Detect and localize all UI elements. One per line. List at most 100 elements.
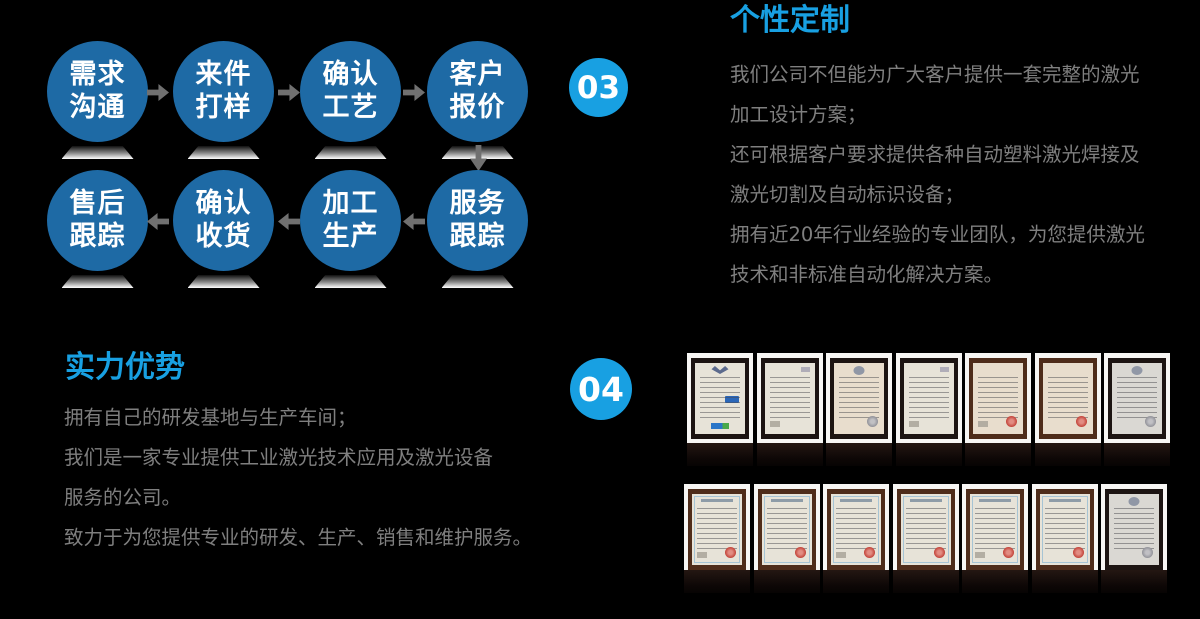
text-line: 激光切割及自动标识设备； — [730, 183, 965, 206]
flow-step-label: 需求 沟通 — [69, 59, 126, 123]
flow-step-circle: 加工 生产 — [300, 170, 401, 271]
flow-step-pedestal — [187, 146, 260, 159]
flow-step-circle: 确认 工艺 — [300, 41, 401, 142]
stamp-icon — [769, 421, 780, 427]
certificate-paper — [834, 363, 884, 434]
certificate-shadow — [965, 443, 1031, 466]
red-seal-icon — [1006, 416, 1017, 427]
certificate-photo — [965, 353, 1031, 466]
emblem-icon — [1131, 366, 1143, 375]
certificate-photo — [1034, 353, 1101, 466]
flow-step-pedestal — [61, 275, 134, 288]
text-line: 服务的公司。 — [64, 486, 182, 509]
certificate-title-line — [770, 499, 803, 502]
certificate-frame — [688, 489, 746, 570]
certificate-shadow — [826, 443, 892, 466]
custom-section-text: 我们公司不但能为广大客户提供一套完整的激光 加工设计方案； 还可根据客户要求提供… — [730, 55, 1145, 295]
text-line: 拥有自己的研发基地与生产车间； — [64, 406, 357, 429]
flow-step-pedestal — [314, 146, 387, 159]
certificate-paper — [764, 363, 815, 434]
flow-step-circle: 客户 报价 — [427, 41, 528, 142]
stamp-icon — [978, 421, 988, 427]
certificate-photo — [753, 484, 820, 593]
flow-step-receipt-confirm: 确认 收货 — [173, 170, 274, 288]
certificate-frame — [827, 489, 885, 570]
certificate-paper — [973, 363, 1023, 434]
stamp-icon — [975, 552, 985, 558]
arrow-right-icon — [278, 84, 300, 101]
flow-step-circle: 服务 跟踪 — [427, 170, 528, 271]
certificate-photo — [823, 484, 889, 593]
certificate-frame — [1038, 358, 1097, 439]
flow-step-circle: 需求 沟通 — [47, 41, 148, 142]
certificate-paper — [900, 494, 951, 565]
strength-section-text: 拥有自己的研发基地与生产车间； 我们是一家专业提供工业激光技术应用及激光设备 服… — [64, 398, 532, 558]
red-seal-icon — [725, 547, 736, 558]
eagle-emblem-icon — [711, 366, 729, 374]
certificate-frame — [760, 358, 819, 439]
seal-icon — [1142, 547, 1153, 558]
certificate-shadow — [753, 570, 820, 593]
certificate-paper — [970, 494, 1020, 565]
text-line: 我们公司不但能为广大客户提供一套完整的激光 — [730, 63, 1140, 86]
flow-step-requirement: 需求 沟通 — [47, 41, 148, 159]
flow-step-process-confirm: 确认 工艺 — [300, 41, 401, 159]
emblem-icon — [1128, 497, 1140, 506]
certificate-title-line — [979, 499, 1011, 502]
ce-logo-icon — [939, 367, 949, 372]
text-line: 我们是一家专业提供工业激光技术应用及激光设备 — [64, 446, 494, 469]
custom-section-title: 个性定制 — [730, 3, 850, 38]
certificate-frame — [899, 358, 958, 439]
flow-step-label: 加工 生产 — [322, 188, 379, 252]
flow-step-circle: 来件 打样 — [173, 41, 274, 142]
certificate-shadow — [892, 570, 959, 593]
certificate-title-line — [701, 499, 733, 502]
text-line: 拥有近20年行业经验的专业团队，为您提供激光 — [730, 223, 1145, 246]
text-line: 技术和非标准自动化解决方案。 — [730, 263, 1004, 286]
emblem-icon — [853, 366, 865, 375]
flow-step-production: 加工 生产 — [300, 170, 401, 288]
certificate-photo — [1101, 484, 1167, 593]
seal-icon — [1145, 416, 1156, 427]
section-number-badge-03: 03 — [569, 58, 628, 117]
seal-icon — [867, 416, 878, 427]
red-seal-icon — [1072, 547, 1084, 558]
certificate-paper — [695, 363, 745, 434]
certificate-paper — [831, 494, 881, 565]
certificate-title-line — [1048, 499, 1081, 502]
certificate-frame — [1105, 489, 1163, 570]
flow-step-sampling: 来件 打样 — [173, 41, 274, 159]
flow-step-pedestal — [187, 275, 260, 288]
ce-logo-icon — [800, 367, 810, 372]
text-line: 还可根据客户要求提供各种自动塑料激光焊接及 — [730, 143, 1140, 166]
certificate-photo — [684, 484, 750, 593]
certificate-paper — [761, 494, 812, 565]
flow-step-label: 服务 跟踪 — [449, 188, 506, 252]
certificate-paper — [1039, 494, 1090, 565]
certificate-frame — [830, 358, 888, 439]
certificates-row-1 — [687, 353, 1170, 466]
certificate-frame — [691, 358, 749, 439]
certificate-photo — [1104, 353, 1170, 466]
red-seal-icon — [864, 547, 875, 558]
certificate-photo — [962, 484, 1028, 593]
certificate-shadow — [1034, 443, 1101, 466]
arrow-left-icon — [147, 213, 169, 230]
flow-step-pedestal — [61, 146, 134, 159]
certificate-photo — [687, 353, 753, 466]
text-line: 加工设计方案； — [730, 103, 867, 126]
red-seal-icon — [1003, 547, 1014, 558]
arrow-right-icon — [403, 84, 425, 101]
flow-step-service-tracking: 服务 跟踪 — [427, 170, 528, 288]
certificate-shadow — [895, 443, 962, 466]
arrow-left-icon — [278, 213, 300, 230]
certificate-photo — [1031, 484, 1098, 593]
certificate-shadow — [687, 443, 753, 466]
stamp-icon — [697, 552, 707, 558]
red-seal-icon — [1075, 416, 1087, 427]
flow-step-pedestal — [441, 275, 514, 288]
flow-step-label: 确认 收货 — [195, 188, 252, 252]
stamp-icon — [836, 552, 846, 558]
